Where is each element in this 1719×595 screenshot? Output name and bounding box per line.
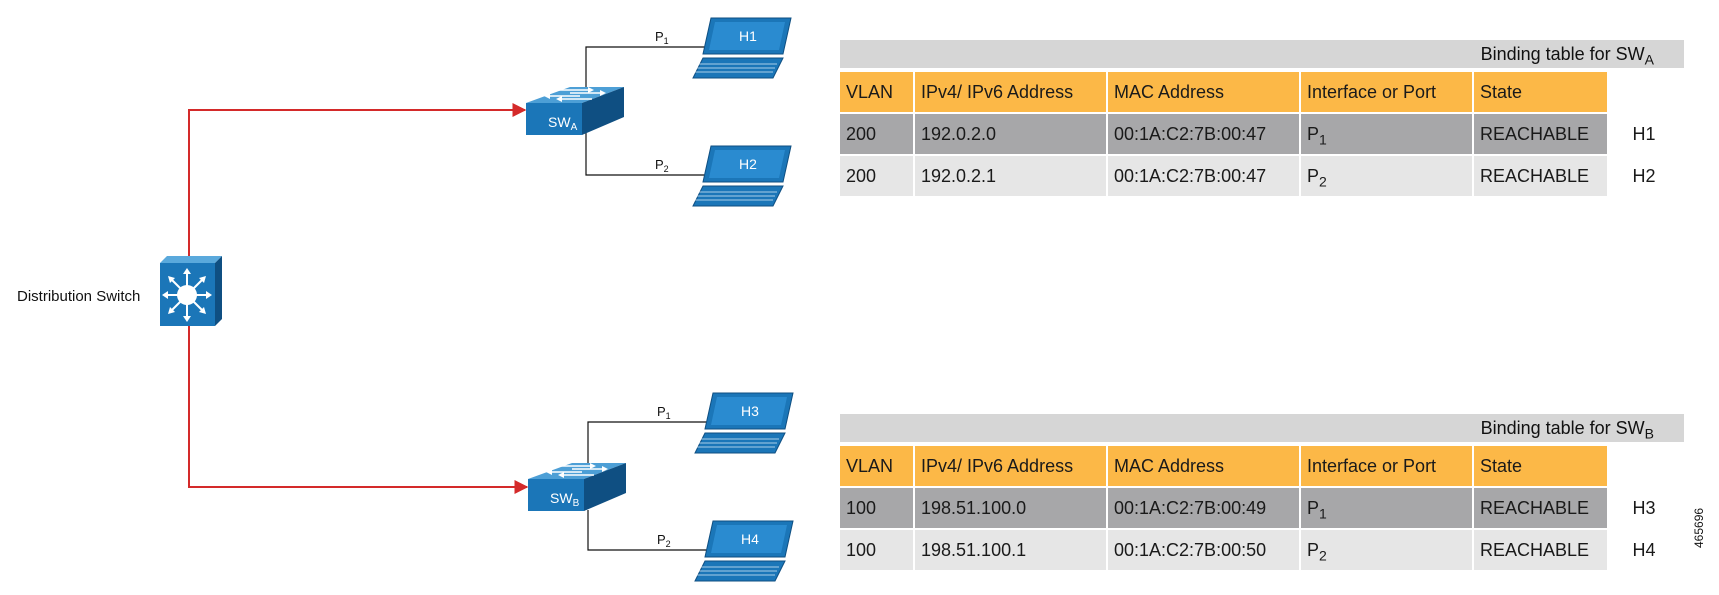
binding-table-sw-b: Binding table for SWB VLAN IPv4/ IPv6 Ad…	[840, 414, 1684, 572]
switch-b-label: SWB	[550, 490, 580, 509]
cell-vlan: 200	[840, 156, 913, 196]
laptop-h3-icon	[694, 392, 794, 454]
distribution-switch-icon	[160, 256, 222, 326]
table-row: 200 192.0.2.0 00:1A:C2:7B:00:47 P1 REACH…	[840, 114, 1684, 154]
header-ip-address: IPv4/ IPv6 Address	[915, 72, 1106, 112]
row-host-label: H2	[1632, 166, 1656, 186]
cell-state: REACHABLE	[1474, 488, 1607, 528]
table-row: 100 198.51.100.1 00:1A:C2:7B:00:50 P2 RE…	[840, 530, 1684, 570]
table-row: 200 192.0.2.1 00:1A:C2:7B:00:47 P2 REACH…	[840, 156, 1684, 196]
cell-ip-address: 192.0.2.0	[915, 114, 1106, 154]
cell-interface: P1	[1301, 488, 1472, 528]
port-label-p1-top: P1	[655, 29, 669, 46]
distribution-switch-label: Distribution Switch	[17, 288, 140, 305]
header-state: State	[1474, 446, 1607, 486]
cell-ip-address: 192.0.2.1	[915, 156, 1106, 196]
host-h1-label: H1	[739, 28, 757, 44]
cell-mac-address: 00:1A:C2:7B:00:47	[1108, 114, 1299, 154]
row-host-label: H4	[1632, 540, 1656, 560]
host-h2-label: H2	[739, 156, 757, 172]
cell-state: REACHABLE	[1474, 156, 1607, 196]
header-mac-address: MAC Address	[1108, 72, 1299, 112]
laptop-h1-icon	[692, 17, 792, 79]
row-host-label: H3	[1632, 498, 1656, 518]
cell-interface: P2	[1301, 530, 1472, 570]
header-vlan: VLAN	[840, 72, 913, 112]
table-row: 100 198.51.100.0 00:1A:C2:7B:00:49 P1 RE…	[840, 488, 1684, 528]
cell-interface: P2	[1301, 156, 1472, 196]
link-sw-b-h4	[587, 510, 729, 555]
table-title: Binding table for SWB	[840, 414, 1684, 442]
host-h4-label: H4	[741, 531, 759, 547]
uplink-to-sw-b	[188, 325, 529, 494]
port-label-p2-top: P2	[655, 157, 669, 174]
port-label-p1-bottom: P1	[657, 404, 671, 421]
header-interface: Interface or Port	[1301, 446, 1472, 486]
cell-vlan: 200	[840, 114, 913, 154]
header-mac-address: MAC Address	[1108, 446, 1299, 486]
cell-state: REACHABLE	[1474, 530, 1607, 570]
cell-vlan: 100	[840, 488, 913, 528]
link-sw-a-h2	[585, 133, 727, 180]
port-label-p2-bottom: P2	[657, 532, 671, 549]
header-state: State	[1474, 72, 1607, 112]
header-vlan: VLAN	[840, 446, 913, 486]
host-h3-label: H3	[741, 403, 759, 419]
cell-state: REACHABLE	[1474, 114, 1607, 154]
cell-ip-address: 198.51.100.0	[915, 488, 1106, 528]
table-title: Binding table for SWA	[840, 40, 1684, 68]
table-header-row: VLAN IPv4/ IPv6 Address MAC Address Inte…	[840, 72, 1684, 112]
cell-mac-address: 00:1A:C2:7B:00:47	[1108, 156, 1299, 196]
row-host-label: H1	[1632, 124, 1656, 144]
cell-mac-address: 00:1A:C2:7B:00:50	[1108, 530, 1299, 570]
cell-vlan: 100	[840, 530, 913, 570]
switch-b-icon	[528, 463, 626, 511]
uplink-to-sw-a	[188, 103, 527, 263]
figure-id: 465696	[1692, 507, 1706, 548]
switch-a-icon	[526, 87, 624, 135]
link-sw-a-h1	[585, 42, 727, 88]
link-sw-b-h3	[587, 417, 729, 465]
binding-table-sw-a: Binding table for SWA VLAN IPv4/ IPv6 Ad…	[840, 40, 1684, 198]
cell-interface: P1	[1301, 114, 1472, 154]
laptop-h2-icon	[692, 145, 792, 207]
laptop-h4-icon	[694, 520, 794, 582]
header-interface: Interface or Port	[1301, 72, 1472, 112]
cell-mac-address: 00:1A:C2:7B:00:49	[1108, 488, 1299, 528]
table-header-row: VLAN IPv4/ IPv6 Address MAC Address Inte…	[840, 446, 1684, 486]
cell-ip-address: 198.51.100.1	[915, 530, 1106, 570]
header-ip-address: IPv4/ IPv6 Address	[915, 446, 1106, 486]
switch-a-label: SWA	[548, 114, 578, 133]
